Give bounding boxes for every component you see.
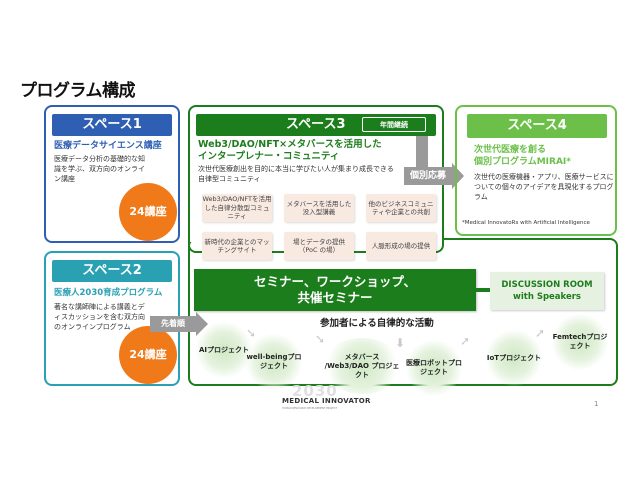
space1-card bbox=[44, 105, 180, 243]
space1-description: 医療データ分析の基礎的な知識を学ぶ、双方向のオンライン講座 bbox=[54, 155, 145, 183]
space3-subtitle-line1: Web3/DAO/NFT×メタバースを活用した bbox=[198, 139, 382, 150]
space3-tag: 年間継続 bbox=[362, 117, 426, 132]
arrow-down-icon: ➘ bbox=[246, 326, 257, 340]
space2-header: スペース2 bbox=[52, 260, 172, 282]
feature-card: 場とデータの提供（PoC の場） bbox=[284, 232, 354, 260]
space4-header: スペース4 bbox=[467, 114, 607, 138]
space4-description: 次世代の医療機器・アプリ、医療サービスについての個々のアイデアを具現化するプログ… bbox=[474, 173, 614, 201]
space3-subtitle-line2: インタープレナー・コミュニティ bbox=[198, 151, 340, 162]
space2-subtitle: 医療人2030育成プログラム bbox=[54, 288, 163, 298]
space4-subtitle-line1: 次世代医療を創る bbox=[474, 145, 547, 155]
feature-card: 人脈形成の場の提供 bbox=[366, 232, 436, 260]
discussion-line2: with Speakers bbox=[512, 292, 581, 302]
feature-card: Web3/DAO/NFTを活用した自律分散型コミュニティ bbox=[202, 194, 272, 222]
project-bubble: AIプロジェクト bbox=[196, 322, 252, 378]
project-bubble: Femtechプロジェクト bbox=[552, 314, 608, 370]
project-bubble: well-beingプロジェクト bbox=[246, 334, 302, 390]
connector-bar bbox=[416, 136, 428, 168]
page-number: 1 bbox=[594, 400, 599, 408]
logo-tagline: HUMAN RESOURCE DEVELOPMENT PROJECT bbox=[282, 407, 337, 410]
project-bubble: メタバース /Web3/DAO プロジェクト bbox=[322, 338, 402, 394]
first-come-arrow: 先着順 bbox=[150, 316, 196, 332]
logo-year: 2030 bbox=[292, 382, 338, 400]
page-title: プログラム構成 bbox=[20, 81, 136, 101]
space1-header: スペース1 bbox=[52, 114, 172, 136]
seminar-banner: セミナー、ワークショップ、 共催セミナー bbox=[194, 269, 476, 311]
space3-description: 次世代医療創出を目的に本当に学びたい人が集まり成長できる自律型コミュニティ bbox=[198, 165, 394, 183]
arrow-down-icon: ➚ bbox=[460, 334, 471, 348]
feature-card: 新時代の企業とのマッチングサイト bbox=[202, 232, 272, 260]
space1-count-badge: 24講座 bbox=[119, 183, 177, 241]
space3-subtitle: Web3/DAO/NFT×メタバースを活用した インタープレナー・コミュニティ bbox=[198, 139, 408, 163]
seminar-connector bbox=[476, 288, 490, 292]
project-bubble: 医療ロボットプロジェクト bbox=[406, 340, 462, 396]
project-bubble: IoTプロジェクト bbox=[486, 330, 542, 386]
space4-card bbox=[455, 105, 617, 236]
discussion-line1: DISCUSSION ROOM bbox=[501, 280, 593, 290]
space4-footnote: *Medical InnovatoRs with Artificial Inte… bbox=[462, 220, 590, 226]
space1-subtitle: 医療データサイエンス講座 bbox=[54, 141, 162, 151]
seminar-line1: セミナー、ワークショップ、 bbox=[253, 274, 416, 289]
space4-subtitle: 次世代医療を創る 個別プログラムMIRAI* bbox=[474, 144, 614, 168]
space4-subtitle-line2: 個別プログラムMIRAI* bbox=[474, 157, 571, 167]
logo-name: MEDICAL INNOVATOR bbox=[282, 397, 371, 405]
individual-application-arrow: 個別応募 bbox=[404, 167, 452, 185]
space3-header-label: スペース3 bbox=[286, 117, 346, 132]
feature-card: メタバースを活用した没入型講義 bbox=[284, 194, 354, 222]
arrow-down-icon: ➘ bbox=[315, 332, 326, 346]
feature-card: 他のビジネスコミュニティや企業との共創 bbox=[366, 194, 436, 222]
activities-label: 参加者による自律的な活動 bbox=[320, 318, 434, 329]
seminar-line2: 共催セミナー bbox=[297, 290, 373, 305]
space2-count-badge: 24講座 bbox=[119, 326, 177, 384]
space2-description: 著名な講師陣による講義とディスカッションを含む双方向のオンラインプログラム bbox=[54, 303, 145, 331]
arrow-up-icon: ➚ bbox=[535, 326, 546, 340]
discussion-room-box: DISCUSSION ROOM with Speakers bbox=[490, 272, 604, 310]
space3-header: スペース3 bbox=[196, 114, 436, 136]
arrow-down-icon: ⬇ bbox=[395, 336, 406, 350]
